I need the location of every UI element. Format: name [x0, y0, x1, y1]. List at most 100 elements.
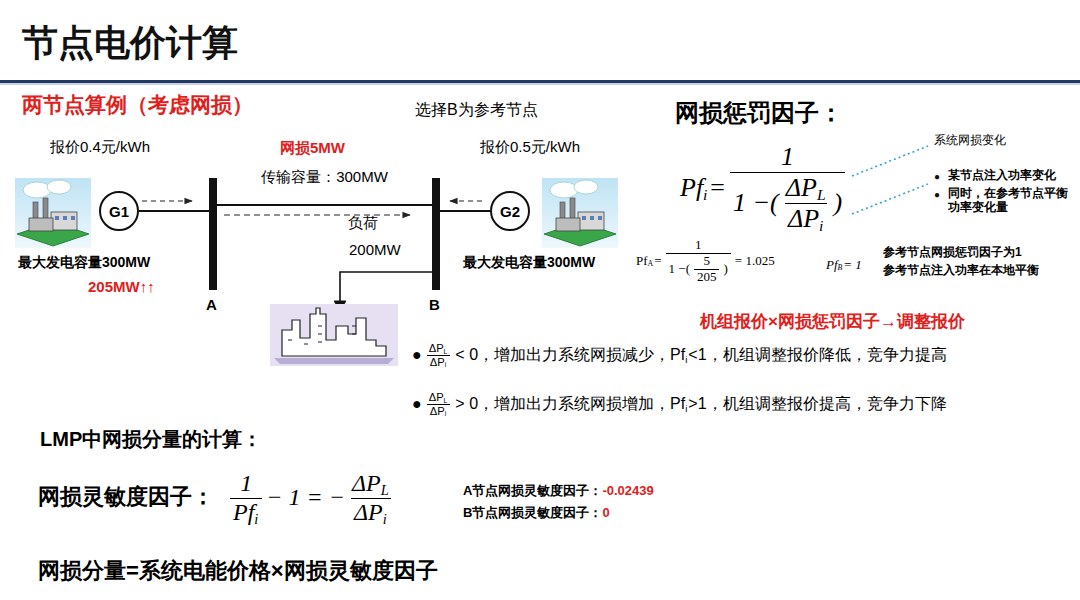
label-text: 负荷: [348, 214, 378, 231]
label-text: A节点网损灵敏度因子：: [463, 484, 602, 499]
denominator: ΔPi: [427, 355, 450, 369]
label-text: 网损5MW: [280, 139, 345, 156]
denominator: ΔPi: [351, 498, 391, 527]
subscript: i: [819, 217, 823, 235]
bus-bar: B: [432, 178, 440, 290]
label-group: 1Pfi− 1 = −ΔPLΔPi: [226, 470, 397, 526]
fraction: 11 −(ΔPLΔPi): [730, 142, 845, 234]
label-text: 报价0.4元/kWh: [50, 138, 150, 155]
slide-title: 节点电价计算: [22, 22, 238, 63]
flow-arrow: [450, 200, 482, 201]
fraction: ΔPLΔPi: [349, 470, 393, 526]
label-group: 系统网损变化: [934, 134, 1006, 148]
title-shadow: [0, 83, 1080, 85]
fraction: 1Pfi: [230, 470, 262, 526]
bus-line: [440, 210, 490, 212]
numerator: ΔPL: [426, 342, 452, 355]
label-text: 1: [781, 142, 794, 172]
power-plant-icon: [542, 178, 618, 248]
label-text: > 0: [455, 395, 478, 413]
numerator: 1: [237, 470, 255, 498]
label-text: 两节点算例（考虑网损）: [22, 93, 253, 117]
subscript: i: [383, 511, 387, 528]
label-group: 200MW: [349, 241, 401, 258]
label-text: >1，机组调整报价提高，竞争力下降: [688, 395, 946, 413]
fraction: ΔPLΔPi: [783, 173, 830, 234]
denominator: 1 −(ΔPLΔPi): [730, 172, 845, 234]
label-text: 200MW: [349, 241, 401, 258]
label-group: PfB= 1: [826, 258, 862, 273]
label-group: LMP中网损分量的计算：: [40, 428, 262, 451]
denominator: 1 −(5205): [666, 253, 731, 285]
label-text: ΔP: [430, 405, 445, 418]
label-text: Pf: [826, 258, 838, 273]
numerator: ΔPL: [783, 173, 830, 203]
label-text: ΔP: [429, 391, 444, 404]
subscript: A: [648, 260, 654, 269]
subscript: i: [445, 410, 447, 418]
numerator: ΔPL: [426, 391, 452, 404]
generator-circle: G1: [99, 191, 139, 231]
label-text: 5: [703, 254, 710, 269]
label-group: 机组报价×网损惩罚因子→调整报价: [700, 312, 965, 332]
fraction: 11 −(5205): [666, 238, 731, 285]
label-text: 机组报价×网损惩罚因子→调整报价: [700, 312, 965, 332]
label-text: − 1 = −: [266, 484, 345, 512]
fraction: ΔPLΔPi: [426, 342, 452, 369]
denominator: ΔPi: [785, 203, 828, 234]
label-text: ，增加出力系统网损增加，Pf: [478, 395, 685, 413]
label-group: ●ΔPLΔPi> 0，增加出力系统网损增加，Pfi>1，机组调整报价提高，竞争力…: [412, 391, 947, 418]
flow-arrow: [224, 214, 410, 215]
label-text: 205: [697, 270, 717, 285]
label-group: PfA=11 −(5205)= 1.025: [636, 238, 775, 285]
label-text: 1 −: [733, 188, 770, 218]
numerator: 1: [778, 142, 797, 172]
bus-line: [139, 210, 209, 212]
label-group: 网损5MW: [280, 139, 345, 156]
line-label: 传输容量：300MW: [259, 168, 390, 187]
label-group: 最大发电容量300MW: [18, 254, 150, 270]
flow-arrow: [142, 200, 192, 201]
bus-name: A: [206, 296, 217, 313]
label-text: 0: [602, 506, 609, 521]
subscript: i: [685, 403, 687, 414]
label-group: 选择B为参考节点: [415, 101, 538, 119]
title-rule: [0, 80, 1080, 83]
label-text: 1: [695, 238, 702, 253]
label-group: ●ΔPLΔPi< 0，增加出力系统网损减少，Pfi<1，机组调整报价降低，竞争力…: [412, 342, 947, 369]
label-text: ΔP: [788, 204, 819, 234]
generator-name: G2: [500, 203, 520, 220]
label-text: Pf: [680, 173, 703, 203]
bus-name: B: [429, 296, 440, 313]
label-group: 负荷: [348, 214, 378, 231]
label-group: Pfi=11 −(ΔPLΔPi): [680, 142, 849, 234]
label-group: 某节点注入功率变化: [948, 169, 1056, 183]
label-group: ●: [934, 189, 940, 201]
subscript: B: [838, 264, 843, 273]
label-text: 某节点注入功率变化: [948, 169, 1056, 183]
label-text: ●: [412, 346, 422, 364]
label-text: ): [834, 188, 843, 218]
subscript: L: [381, 482, 389, 499]
label-text: ΔP: [354, 499, 383, 527]
leader-line: [852, 184, 928, 214]
label-text: B节点网损灵敏度因子：: [463, 506, 602, 521]
label-group: 205MW↑↑: [88, 278, 155, 295]
label-text: =: [708, 173, 726, 203]
label-text: ): [723, 262, 727, 277]
power-plant-icon: [15, 178, 91, 248]
subscript: L: [817, 186, 826, 204]
fraction: ΔPLΔPi: [426, 391, 452, 418]
subscript: i: [685, 354, 687, 365]
label-text: =: [654, 254, 661, 269]
label-group: 最大发电容量300MW: [463, 254, 595, 270]
numerator: 1: [692, 238, 705, 253]
label-text: 参考节点网损惩罚因子为1: [883, 246, 1022, 260]
label-text: ΔP: [430, 356, 445, 369]
denominator: 205: [694, 269, 720, 285]
label-text: ●: [934, 189, 940, 201]
label-text: 最大发电容量300MW: [18, 254, 150, 270]
label-text: (: [686, 262, 690, 277]
label-text: Pf: [636, 254, 648, 269]
